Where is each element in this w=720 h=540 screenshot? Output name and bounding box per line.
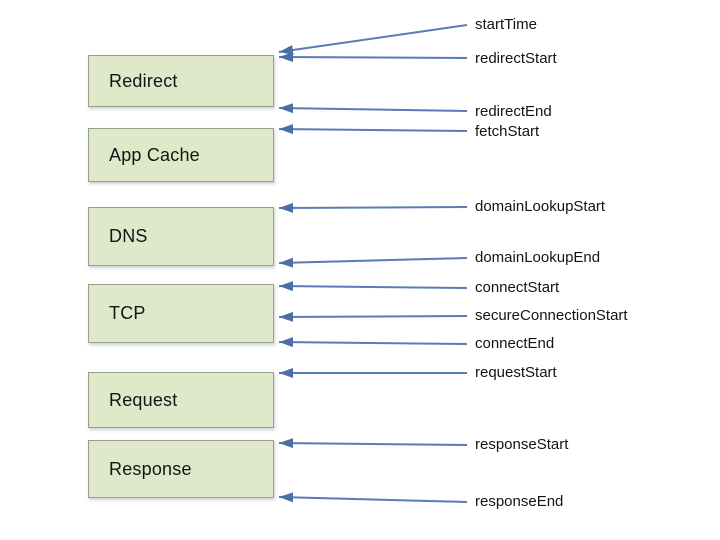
event-label-connectend: connectEnd [475,335,555,352]
arrow-responsestart [278,438,468,449]
arrow-fetchstart [278,124,468,135]
phase-label: Request [109,389,178,410]
event-label-domainlookupstart: domainLookupStart [475,198,606,215]
phase-label: Redirect [109,70,178,91]
arrow-domainlookupstart [278,202,468,213]
phase-label: App Cache [109,144,200,165]
arrow-redirectstart [278,52,468,63]
phase-label: DNS [109,226,148,246]
arrow-connectstart [278,281,468,292]
arrow-connectend [278,337,468,348]
arrow-redirectend [278,103,468,114]
phase-label: Response [109,458,192,479]
phase-label: TCP [109,303,146,323]
event-label-fetchstart: fetchStart [475,123,540,140]
arrow-secureconnectionstart [278,311,468,322]
event-label-responseend: responseEnd [475,493,564,510]
event-label-starttime: startTime [475,16,537,33]
arrow-responseend [278,492,468,503]
arrow-starttime [278,24,468,55]
phase-box-tcp: TCP [88,284,274,343]
arrow-domainlookupend [278,257,468,268]
event-label-secureconnectionstart: secureConnectionStart [475,307,628,324]
phase-box-dns: DNS [88,207,274,266]
event-label-responsestart: responseStart [475,436,569,453]
event-label-connectstart: connectStart [475,279,560,296]
phase-box-app-cache: App Cache [88,128,274,182]
phase-box-request: Request [88,372,274,428]
phase-box-response: Response [88,440,274,498]
event-label-requeststart: requestStart [475,364,557,381]
phase-box-redirect: Redirect [88,55,274,107]
event-label-redirectstart: redirectStart [475,50,557,67]
event-label-redirectend: redirectEnd [475,103,552,120]
event-label-domainlookupend: domainLookupEnd [475,249,601,266]
